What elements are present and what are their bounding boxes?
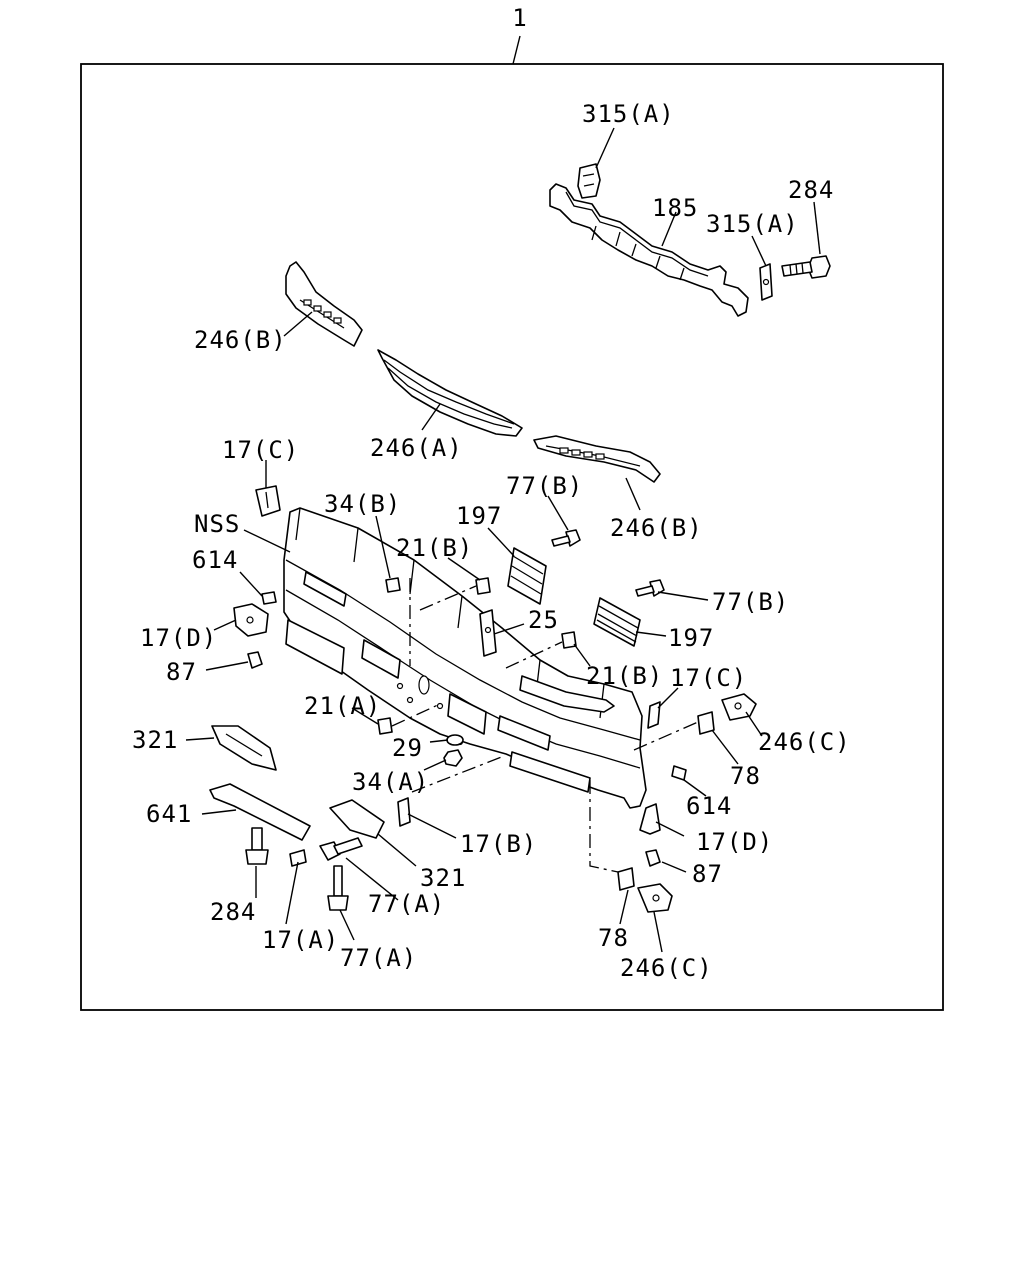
callout-17d-left: 17(D) — [140, 624, 217, 652]
diagram-frame — [80, 63, 944, 1011]
callout-21a: 21(A) — [304, 692, 381, 720]
alignment-line-3 — [391, 703, 441, 727]
alignment-line-5 — [633, 721, 699, 751]
bracket-17c-upper — [255, 485, 281, 517]
callout-29: 29 — [392, 734, 423, 762]
alignment-line-7 — [589, 780, 619, 873]
callout-246c-right: 246(C) — [758, 728, 851, 756]
callout-21b-upper: 21(B) — [396, 534, 473, 562]
callout-246c-bottom: 246(C) — [620, 954, 713, 982]
assembly-number: 1 — [512, 4, 527, 32]
bracket-17b — [397, 797, 411, 827]
callout-78-bottom: 78 — [598, 924, 629, 952]
bracket-25 — [479, 609, 497, 657]
callout-77a-1: 77(A) — [368, 890, 445, 918]
callout-17b: 17(B) — [460, 830, 537, 858]
callout-87-right: 87 — [692, 860, 723, 888]
screw-87-right — [645, 849, 661, 867]
callout-21b-lower: 21(B) — [586, 662, 663, 690]
callout-614-right: 614 — [686, 792, 732, 820]
callout-197-right: 197 — [668, 624, 714, 652]
callout-34b: 34(B) — [324, 490, 401, 518]
alignment-line-1 — [419, 585, 477, 611]
callout-315a-right: 315(A) — [706, 210, 799, 238]
bolt-77a-vertical — [327, 865, 349, 911]
callout-77b-upper: 77(B) — [506, 472, 583, 500]
screw-77b-upper — [551, 529, 581, 547]
bracket-641 — [209, 783, 311, 841]
grille-cover-246a — [377, 349, 523, 437]
bracket-17d-right — [639, 803, 661, 835]
plate-321-bottom — [329, 799, 385, 839]
callout-315a-upper: 315(A) — [582, 100, 675, 128]
nut-34a — [443, 749, 463, 767]
callout-17a: 17(A) — [262, 926, 339, 954]
bolt-284-bottom — [245, 827, 269, 865]
reinforcement-bar-185 — [549, 183, 749, 317]
grille-cover-246b-left — [285, 261, 363, 347]
bolt-77a-horizontal — [319, 837, 363, 861]
bracket-17d-left — [233, 603, 269, 637]
front-bumper-nss — [283, 507, 647, 809]
bracket-246c-right — [721, 693, 757, 721]
clip-21b-lower — [561, 631, 577, 649]
callout-77a-2: 77(A) — [340, 944, 417, 972]
screw-77b-right — [635, 579, 665, 597]
clip-21a — [377, 717, 393, 735]
alignment-line-2 — [505, 641, 563, 669]
callout-78-right: 78 — [730, 762, 761, 790]
washer-29 — [446, 734, 464, 746]
callout-185: 185 — [652, 194, 698, 222]
clip-78-bottom — [617, 867, 635, 891]
assembly-leader — [512, 35, 521, 65]
callout-17d-right: 17(D) — [696, 828, 773, 856]
callout-284-bottom: 284 — [210, 898, 256, 926]
callout-284-top: 284 — [788, 176, 834, 204]
bracket-17a — [289, 849, 307, 867]
callout-25: 25 — [528, 606, 559, 634]
clip-34b — [385, 577, 401, 593]
grille-197-upper — [507, 547, 547, 605]
leader-lines — [185, 127, 821, 953]
bracket-17c-right — [647, 701, 661, 729]
alignment-line-4 — [411, 755, 505, 793]
plate-321-left — [211, 725, 277, 771]
callout-197-left: 197 — [456, 502, 502, 530]
light-614-left — [261, 591, 277, 605]
callout-246b-left: 246(B) — [194, 326, 287, 354]
light-614-right — [671, 765, 687, 781]
callout-641: 641 — [146, 800, 192, 828]
callout-614-left: 614 — [192, 546, 238, 574]
screw-87-left — [247, 651, 263, 669]
callout-17c-right: 17(C) — [670, 664, 747, 692]
bracket-315a-right — [759, 263, 773, 301]
callout-77b-right: 77(B) — [712, 588, 789, 616]
grille-197-lower — [593, 597, 641, 647]
bolt-284-top — [781, 255, 831, 279]
bracket-315a-upper — [577, 163, 601, 199]
callout-246a: 246(A) — [370, 434, 463, 462]
callout-321-left: 321 — [132, 726, 178, 754]
callout-321-bottom: 321 — [420, 864, 466, 892]
clip-21b-upper — [475, 577, 491, 595]
grille-cover-246b-right — [533, 435, 661, 483]
callout-17c-left: 17(C) — [222, 436, 299, 464]
callout-87-left: 87 — [166, 658, 197, 686]
clip-78-right — [697, 711, 715, 735]
bracket-246c-bottom — [637, 883, 673, 913]
callout-nss: NSS — [194, 510, 240, 538]
callout-246b-right: 246(B) — [610, 514, 703, 542]
callout-34a: 34(A) — [352, 768, 429, 796]
